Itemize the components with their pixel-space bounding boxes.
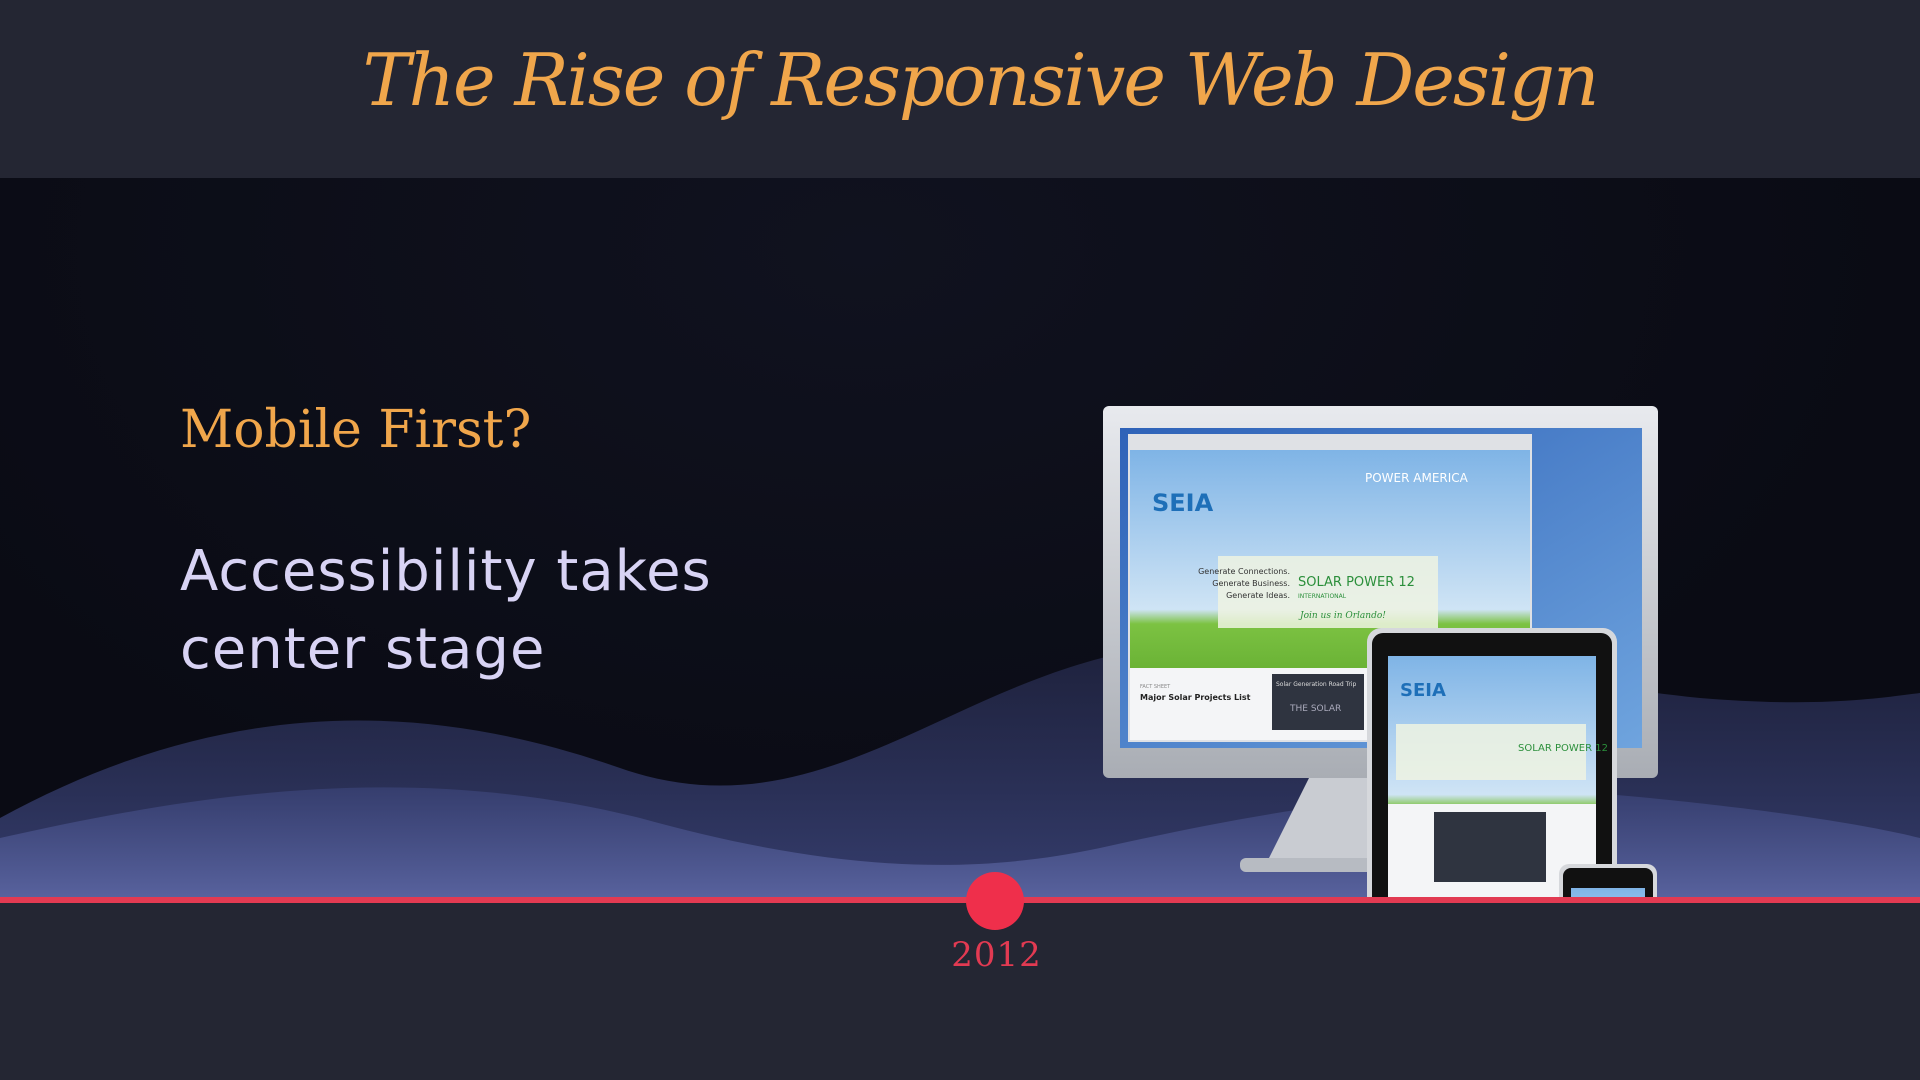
svg-text:Generate Business.: Generate Business. [1212,579,1290,588]
timeline-line [0,897,1920,903]
svg-text:Solar Generation Road Trip: Solar Generation Road Trip [1276,681,1356,688]
header-bar: The Rise of Responsive Web Design [0,0,1920,178]
svg-text:Generate Ideas.: Generate Ideas. [1226,591,1290,600]
tablet-device: SEIA SOLAR POWER 12 [1367,628,1617,898]
phone-device: SEIA [1559,864,1657,898]
seia-logo-text: SEIA [1152,489,1214,517]
timeline-marker[interactable] [966,872,1024,930]
section-subtitle: Mobile First? [180,400,532,460]
svg-text:SEIA: SEIA [1400,680,1446,701]
timeline-year: 2012 [951,935,1042,975]
svg-text:SOLAR POWER 12: SOLAR POWER 12 [1298,575,1415,590]
svg-text:Generate Connections.: Generate Connections. [1198,567,1290,576]
svg-text:INTERNATIONAL: INTERNATIONAL [1298,593,1347,600]
svg-text:SOLAR POWER 12: SOLAR POWER 12 [1518,743,1608,754]
footer-bar [0,898,1920,1080]
svg-text:FACT SHEET: FACT SHEET [1140,684,1171,690]
svg-text:Major Solar Projects List: Major Solar Projects List [1140,693,1251,702]
svg-text:THE SOLAR: THE SOLAR [1289,704,1341,714]
responsive-devices-illustration: SEIA POWER AMERICA Generate Connections.… [1103,406,1658,898]
svg-text:POWER AMERICA: POWER AMERICA [1365,471,1469,485]
slide-title: The Rise of Responsive Web Design [362,38,1600,122]
content-stage: Mobile First? Accessibility takes center… [0,178,1920,898]
section-body: Accessibility takes center stage [180,539,712,682]
svg-text:Join us in Orlando!: Join us in Orlando! [1298,611,1386,621]
